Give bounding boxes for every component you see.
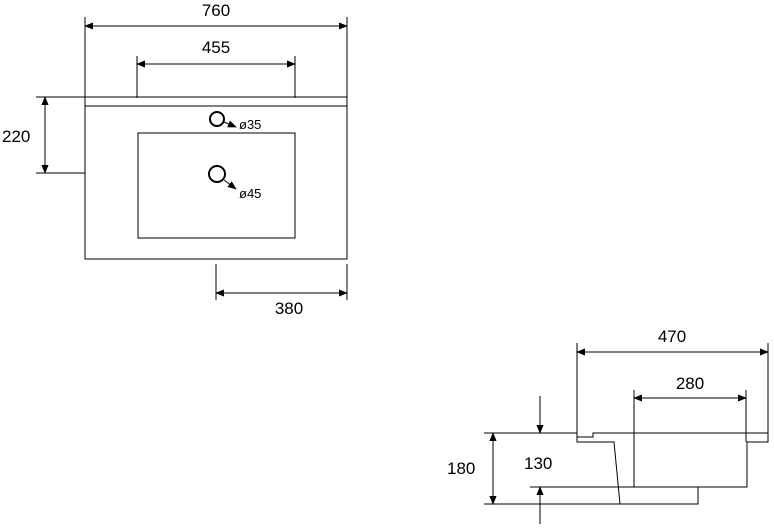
drain-hole-label: ø45	[239, 186, 261, 201]
side-basin-height-label: 130	[524, 454, 552, 473]
side-basin-depth-label: 280	[676, 374, 704, 393]
basin-side-profile	[576, 432, 769, 505]
top-view: ø35 ø45 760 455 220 380	[2, 1, 348, 318]
tap-hole-leader	[223, 120, 237, 128]
basin-bowl-outline	[137, 132, 296, 239]
tap-hole-label: ø35	[239, 117, 261, 132]
side-overall-height-label: 180	[447, 459, 475, 478]
drain-hole-circle	[208, 165, 226, 183]
side-view: 470 280 180 130	[447, 327, 769, 524]
overall-width-label: 760	[202, 1, 230, 20]
side-overall-depth-label: 470	[658, 327, 686, 346]
drain-hole-leader	[223, 179, 237, 190]
drain-offset-label: 380	[275, 299, 303, 318]
tap-hole-circle	[209, 111, 225, 127]
basin-width-label: 455	[202, 38, 230, 57]
depth-label: 220	[2, 127, 30, 146]
countertop-outline	[84, 96, 348, 260]
